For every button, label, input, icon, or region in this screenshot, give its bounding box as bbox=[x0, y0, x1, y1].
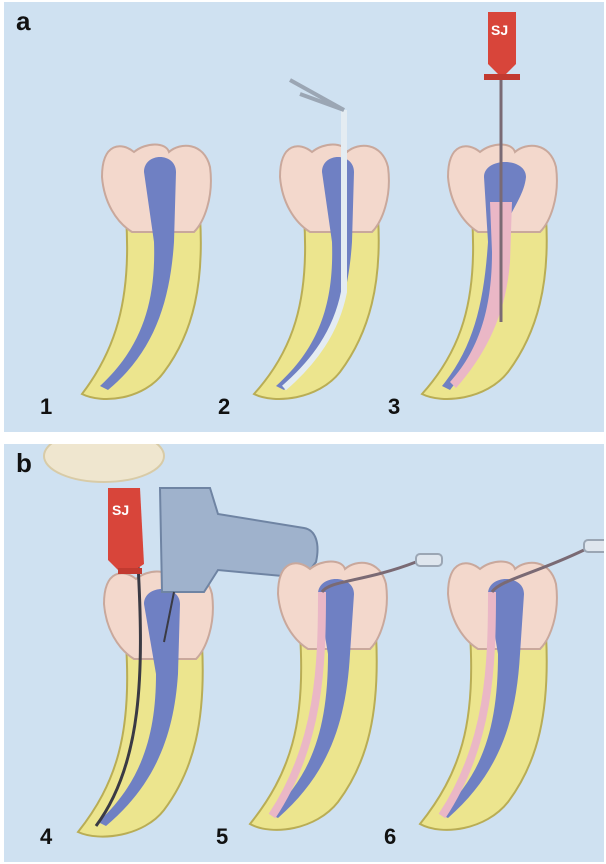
tooth-5-root bbox=[250, 634, 377, 830]
panel-b: b bbox=[4, 444, 604, 862]
panel-a-illustration bbox=[4, 2, 604, 432]
tooth-1 bbox=[82, 145, 211, 399]
syringe-label-a: SJ bbox=[491, 22, 508, 38]
tooth-1-root bbox=[82, 217, 201, 399]
tooth-6-root bbox=[420, 634, 547, 830]
step-label-5: 5 bbox=[216, 824, 228, 850]
tooth-5 bbox=[250, 554, 442, 830]
syringe-label-b: SJ bbox=[112, 502, 129, 518]
step-label-2: 2 bbox=[218, 394, 230, 420]
step-label-1: 1 bbox=[40, 394, 52, 420]
panel-a: a 1 2 3 SJ bbox=[4, 2, 604, 432]
step-label-4: 4 bbox=[40, 824, 52, 850]
step-label-6: 6 bbox=[384, 824, 396, 850]
step-label-3: 3 bbox=[388, 394, 400, 420]
tooth-2-root bbox=[254, 217, 379, 399]
tooth-2 bbox=[254, 80, 389, 399]
tooth-6 bbox=[420, 540, 604, 830]
tooth-3 bbox=[422, 12, 557, 399]
tooth-4-syringe bbox=[108, 488, 144, 572]
panel-b-illustration bbox=[4, 444, 604, 862]
